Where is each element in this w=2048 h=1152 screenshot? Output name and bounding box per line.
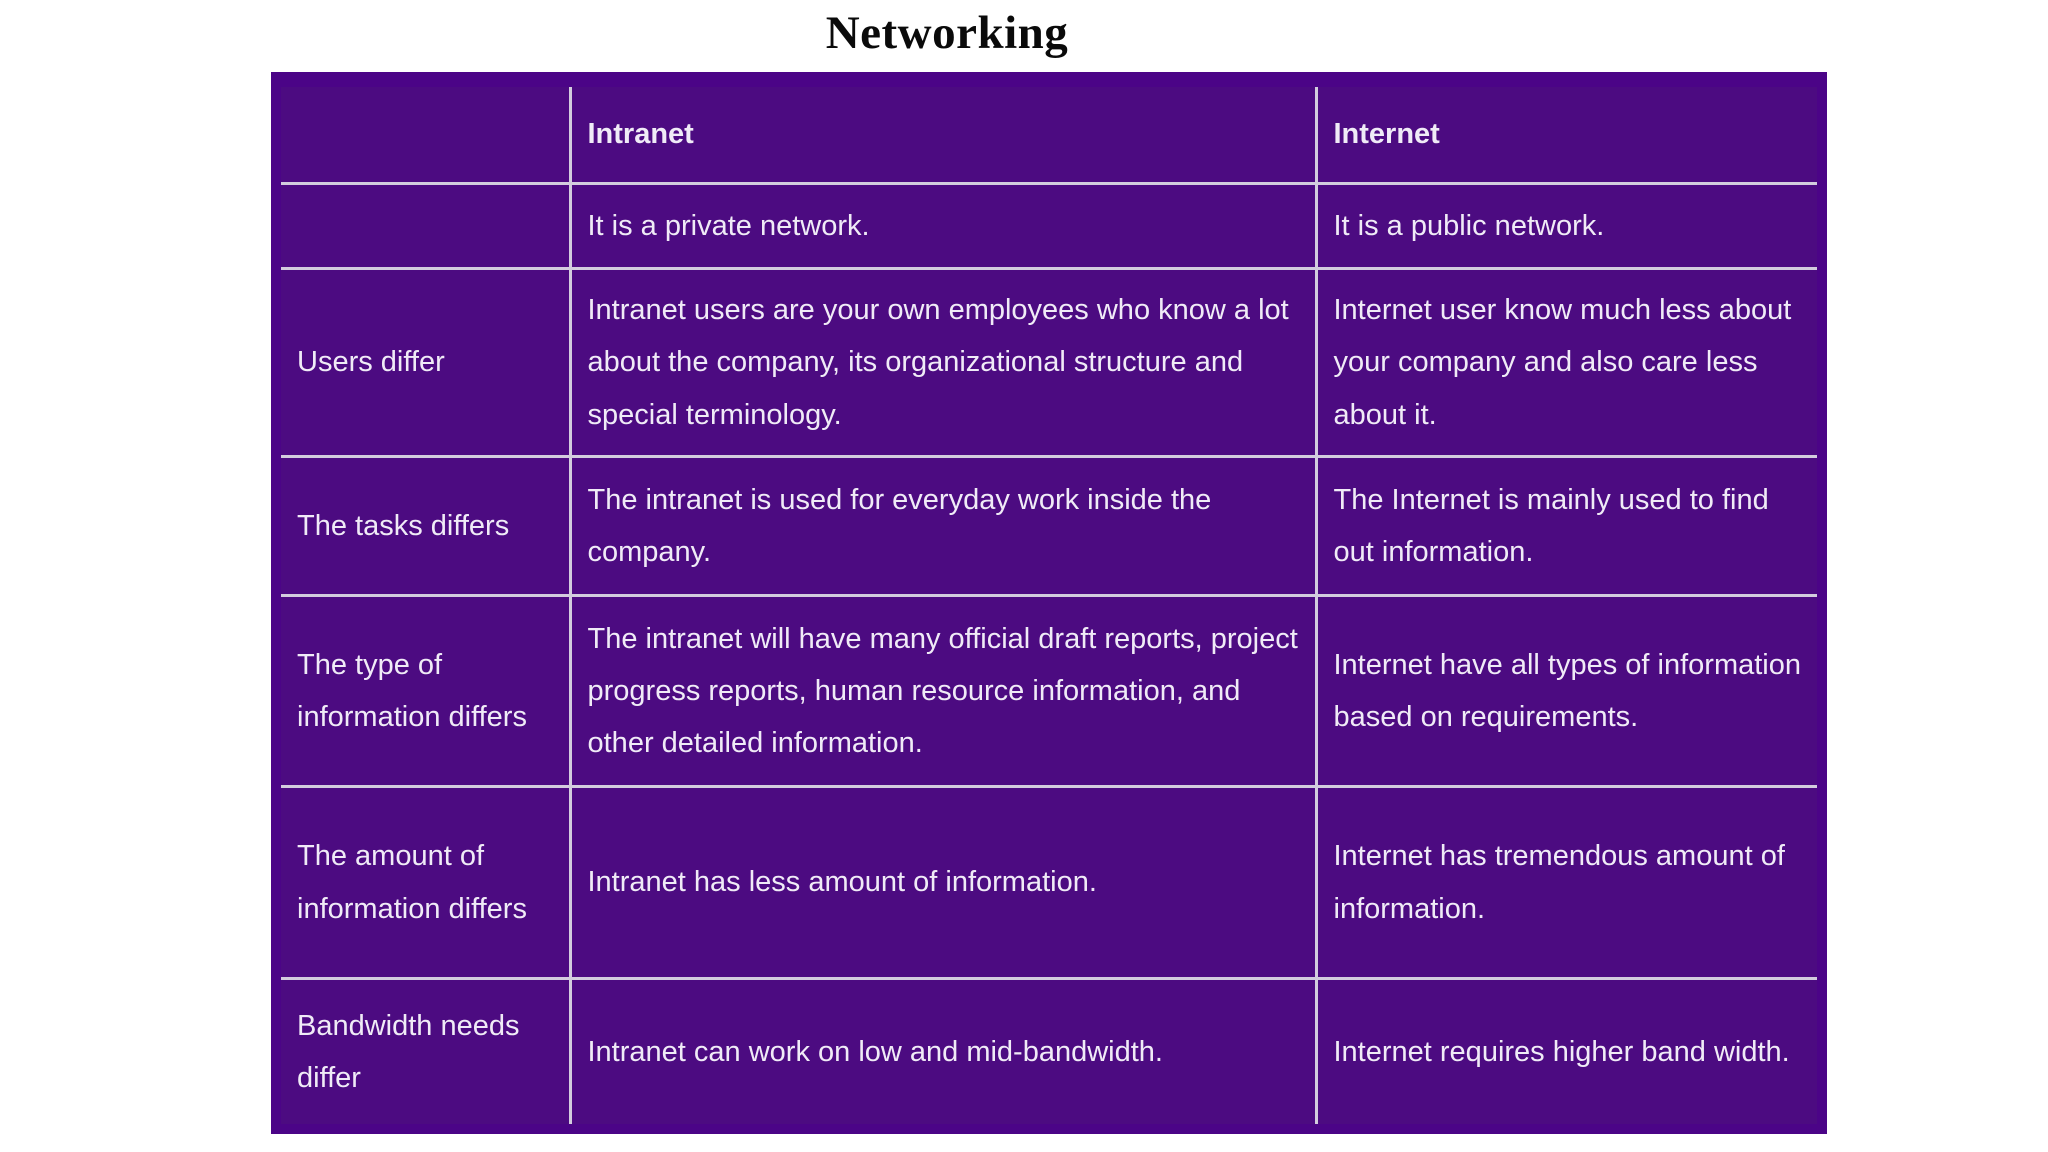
intranet-cell: The intranet is used for everyday work i…	[568, 455, 1318, 597]
table-row: The tasks differs The intranet is used f…	[274, 455, 1824, 597]
intranet-cell: Intranet users are your own employees wh…	[568, 267, 1318, 458]
intranet-cell: It is a private network.	[568, 182, 1318, 270]
table-row: It is a private network. It is a public …	[274, 182, 1824, 270]
row-label-cell	[274, 182, 572, 270]
table-row: Users differ Intranet users are your own…	[274, 267, 1824, 458]
intranet-cell: The intranet will have many official dra…	[568, 594, 1318, 788]
internet-cell: It is a public network.	[1314, 182, 1824, 270]
col-header-intranet: Intranet	[568, 78, 1318, 185]
page-title: Networking	[825, 7, 1069, 59]
networking-comparison-table: Intranet Internet It is a private networ…	[271, 72, 1827, 1134]
row-label-cell: The tasks differs	[274, 455, 572, 597]
internet-cell: Internet user know much less about your …	[1314, 267, 1824, 458]
table-row: The type of information differs The intr…	[274, 594, 1824, 788]
row-label-cell: Users differ	[274, 267, 572, 458]
internet-cell: The Internet is mainly used to find out …	[1314, 455, 1824, 597]
internet-cell: Internet have all types of information b…	[1314, 594, 1824, 788]
table-row: The amount of information differs Intran…	[274, 785, 1824, 980]
table-row: Bandwidth needs differ Intranet can work…	[274, 977, 1824, 1130]
row-label-cell: The type of information differs	[274, 594, 572, 788]
intranet-cell: Intranet can work on low and mid-bandwid…	[568, 977, 1318, 1130]
col-header-internet: Internet	[1314, 78, 1824, 185]
intranet-cell: Intranet has less amount of information.	[568, 785, 1318, 980]
internet-cell: Internet requires higher band width.	[1314, 977, 1824, 1130]
row-label-cell: Bandwidth needs differ	[274, 977, 572, 1130]
col-header-empty	[274, 78, 572, 185]
table-header-row: Intranet Internet	[274, 78, 1824, 185]
internet-cell: Internet has tremendous amount of inform…	[1314, 785, 1824, 980]
row-label-cell: The amount of information differs	[274, 785, 572, 980]
